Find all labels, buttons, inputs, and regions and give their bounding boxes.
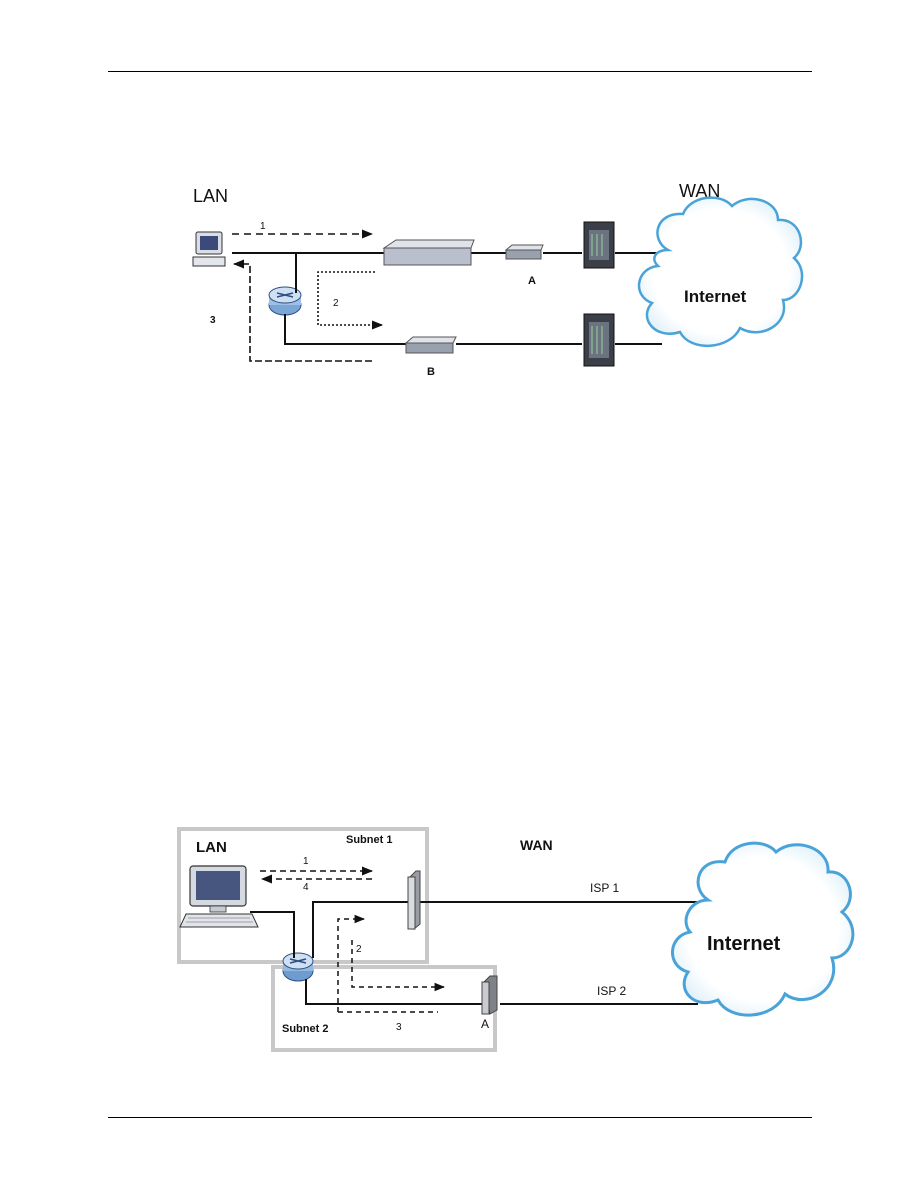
fig2-isp1-device-icon — [407, 870, 421, 931]
fig1-internet-label: Internet — [684, 287, 747, 306]
footer-rule — [108, 1117, 812, 1118]
fig1-computer-icon — [192, 231, 226, 267]
fig2-wire-router-isp1-device — [312, 901, 410, 958]
fig2-flow-4-label: 4 — [303, 882, 309, 893]
header-rule — [108, 71, 812, 72]
fig2-isp1-label: ISP 1 — [590, 881, 619, 895]
fig1-flow-3-arrow — [232, 259, 372, 362]
fig1-flow-3-label: 3 — [210, 315, 216, 326]
fig2-flow-2-arrow — [351, 940, 446, 992]
fig1-flow-1-label: 1 — [260, 221, 266, 232]
fig2-wire-router-a — [305, 979, 483, 1005]
fig2-internet-label: Internet — [707, 933, 781, 955]
fig1-device-b-label: B — [427, 366, 435, 378]
fig1-wan-label: WAN — [679, 181, 720, 201]
fig1-internet-cloud-icon: Internet — [637, 196, 804, 347]
fig1-flow-2-arrow — [317, 271, 384, 330]
fig2-wire-pc-router — [250, 911, 295, 958]
fig1-modem-b-icon — [404, 336, 457, 354]
fig2-device-a-icon — [481, 975, 498, 1015]
fig2-flow-2-up-arrow — [337, 914, 366, 1012]
fig2-isp2-label: ISP 2 — [597, 984, 626, 998]
fig1-flow-2-label: 2 — [333, 298, 339, 309]
figure-2: Subnet 1 Subnet 2 LAN WAN ISP 1 ISP 2 — [177, 827, 855, 1052]
fig1-lan-label: LAN — [193, 186, 228, 206]
fig1-switch-icon — [382, 239, 475, 266]
fig2-wan-label: WAN — [520, 837, 553, 853]
fig1-router-icon — [268, 286, 302, 316]
fig2-subnet2-label: Subnet 2 — [282, 1023, 328, 1035]
fig2-flow-3-label: 3 — [396, 1022, 402, 1033]
fig2-computer-icon — [179, 865, 259, 928]
fig1-modem-a-icon — [504, 244, 544, 260]
fig1-device-a-label: A — [528, 275, 536, 287]
fig2-subnet1-label: Subnet 1 — [346, 834, 392, 846]
figure-1: LAN WAN 1 2 3 — [192, 181, 804, 378]
fig2-flow-2-label: 2 — [356, 944, 362, 955]
fig2-lan-label: LAN — [196, 839, 227, 856]
fig1-server-2-icon — [583, 313, 615, 367]
fig2-flow-1-label: 1 — [303, 856, 309, 867]
fig1-wire-router-b — [284, 314, 408, 345]
fig2-router-icon — [282, 952, 314, 982]
fig2-device-a-label: A — [481, 1017, 489, 1031]
fig1-server-1-icon — [583, 221, 615, 269]
fig2-internet-cloud-icon: Internet — [671, 841, 855, 1017]
